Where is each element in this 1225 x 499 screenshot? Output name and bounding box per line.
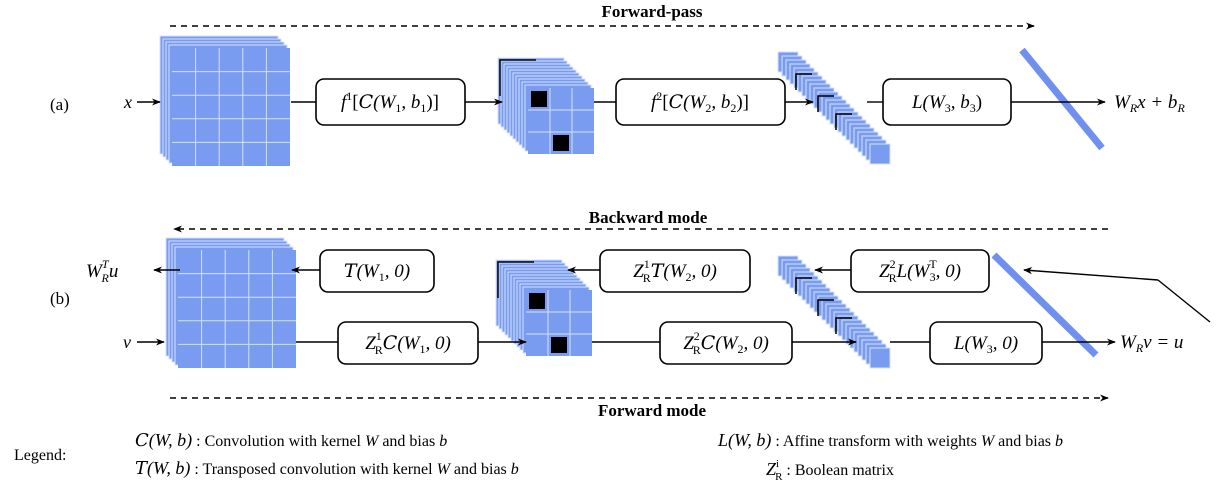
hidden-feature-map-2-b-kernel-outline [817,299,834,316]
forward-pass-label: Forward-pass [601,2,702,21]
hidden-feature-map-2-a-kernel-outline [795,73,812,90]
affine-forward-box [929,321,1043,365]
output-weights-bar-b [991,252,1099,358]
hidden-feature-map-1-b-pooled-cell [529,293,545,309]
hidden-feature-map-1-b-pooled-cell [551,337,567,353]
hidden-feature-map-2-a-layer [869,143,891,165]
legend-transposed: T(W, b) : Transposed convolution with ke… [135,458,519,479]
masked-conv-2-box [659,321,793,365]
input-feature-map-a-front [172,48,290,166]
hidden-feature-map-2-b-kernel-outline [795,277,812,294]
input-feature-map-b-front [178,250,296,368]
output-a: WRx + bR [1114,92,1185,115]
panel-b-label: (b) [50,289,70,308]
input-x: x [123,92,132,112]
legend-title: Legend: [14,447,66,464]
affine-forward-label: L(W3, 0) [953,333,1018,356]
conv-block-1-label: f1[C(W1, b1)] [341,89,439,115]
transposed-conv-2-box [599,249,751,293]
layer-graphics [159,35,1105,369]
wire-b-return-top [1023,267,1159,281]
legend-affine: L(W, b) : Affine transform with weights … [717,430,1063,451]
panel-a-label: (a) [50,95,69,114]
hidden-feature-map-1-a-pooled-cell [531,91,547,107]
affine-block-label: L(W3, b3) [911,92,982,115]
legend-conv: C(W, b) : Convolution with kernel W and … [135,430,447,451]
wire-b-return-diag [1157,279,1211,323]
hidden-feature-map-1-a-kernel-outline [499,59,536,96]
transposed-conv-1-label: T(W1, 0) [344,260,410,284]
hidden-feature-map-1-b-kernel-outline [497,261,534,298]
forward-mode-label: Forward mode [598,401,707,420]
transposed-affine-box [850,249,990,293]
hidden-feature-map-2-b-layer [869,347,891,369]
output-b-bottom: WRv = u [1120,332,1183,355]
conv-block-1-box [315,78,466,126]
conv-block-2-label: f2[C(W2, b2)] [651,89,749,115]
input-v: v [123,332,131,352]
transposed-conv-1-box [319,249,435,293]
hidden-feature-map-2-a-kernel-outline [835,113,852,130]
conv-block-2-box [615,78,786,126]
backward-mode-label: Backward mode [589,208,708,227]
hidden-feature-map-1-a-pooled-cell [553,135,569,151]
affine-block-box [882,78,1012,126]
output-weights-bar-a [1019,47,1105,151]
hidden-feature-map-2-a-kernel-outline [817,95,834,112]
masked-conv-1-box [337,321,479,365]
hidden-feature-map-2-b-kernel-outline [835,317,852,334]
